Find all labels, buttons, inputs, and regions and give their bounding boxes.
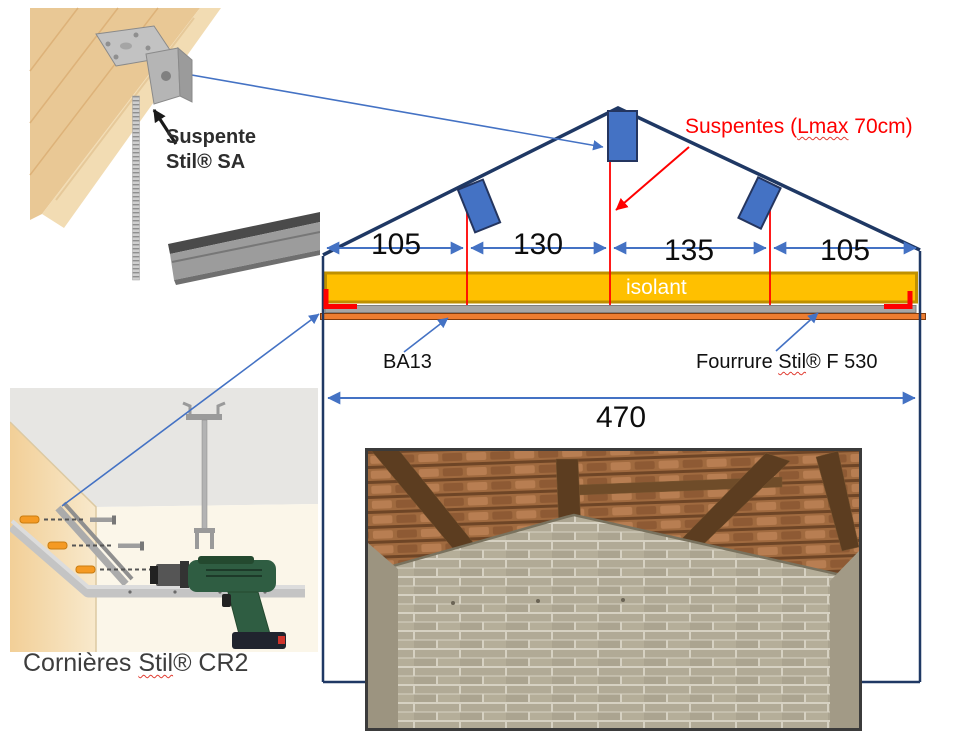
connector-suspente-sa xyxy=(162,69,604,151)
apex-suspente-rect xyxy=(607,110,638,162)
fourrure-label: Fourrure Stil® F 530 xyxy=(696,351,878,373)
photo-wall-holes xyxy=(451,598,625,605)
room-corner-edge xyxy=(10,421,97,652)
connector-corniere xyxy=(61,313,320,507)
photo-left-side-wall xyxy=(368,543,398,728)
dim-label-4: 105 xyxy=(819,234,871,267)
ceiling-hanger xyxy=(182,401,226,549)
drill xyxy=(150,556,286,649)
isolant-label: isolant xyxy=(626,276,687,299)
dim-label-1: 105 xyxy=(370,228,422,261)
suspente-sa-illustration xyxy=(8,4,320,285)
total-width-label: 470 xyxy=(595,401,647,434)
right-suspente-rect xyxy=(737,175,782,231)
label-arrow xyxy=(152,108,178,145)
corniere-symbol-left xyxy=(323,289,357,309)
fourrure-band xyxy=(324,305,917,313)
attic-photo xyxy=(365,448,862,731)
corner-angle-profile xyxy=(55,501,134,587)
left-suspente-rect xyxy=(456,178,502,234)
suspente-sa-label: Suspente Stil® SA xyxy=(166,126,257,173)
wall-plugs-and-screws xyxy=(19,515,188,575)
ba13-arrow xyxy=(403,317,449,353)
cornieres-label: Cornières Stil® CR2 xyxy=(23,649,249,677)
photo-wall-top-edge xyxy=(368,513,859,581)
room-ceiling xyxy=(10,388,318,507)
threaded-rod xyxy=(132,95,140,281)
roof-outline xyxy=(322,106,921,257)
furring-rail xyxy=(168,212,320,285)
ba13-label: BA13 xyxy=(383,351,432,373)
photo-block-wall xyxy=(368,515,859,728)
room-left-wall xyxy=(10,422,96,652)
dim-label-2: 130 xyxy=(512,228,564,261)
ba13-band xyxy=(320,313,926,320)
suspentes-note-arrow xyxy=(615,146,690,211)
suspentes-note: Suspentes (Lmax 70cm) xyxy=(685,115,913,138)
fourrure-arrow xyxy=(775,312,819,352)
photo-right-side-wall xyxy=(830,551,859,728)
dim-label-3: 135 xyxy=(663,234,715,267)
corniere-symbol-right xyxy=(884,291,913,309)
cornieres-cr2-illustration xyxy=(10,386,318,652)
sa-bracket xyxy=(95,25,193,105)
isolant-band xyxy=(324,271,918,304)
